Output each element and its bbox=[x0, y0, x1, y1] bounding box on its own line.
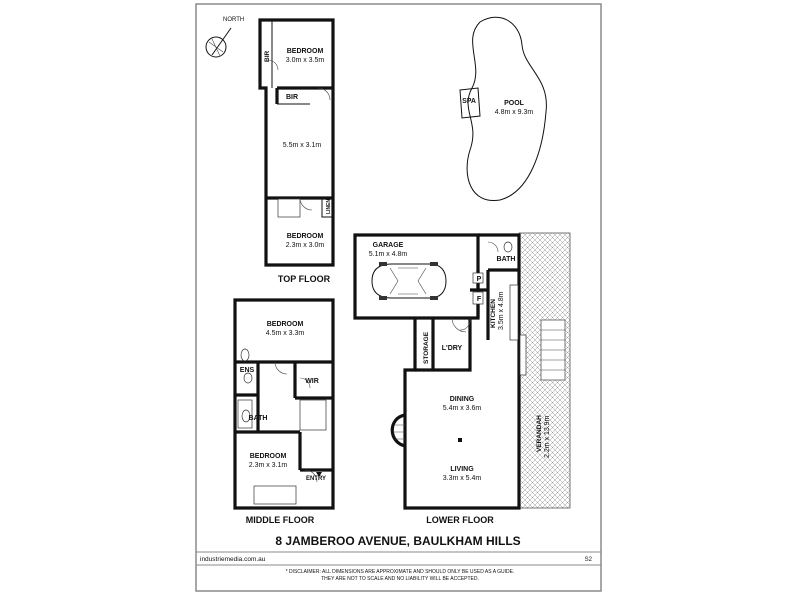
living-size: 3.3m x 5.4m bbox=[443, 475, 482, 482]
top-linen-label: LINEN bbox=[326, 199, 332, 214]
disclaimer-line1: * DISCLAIMER: ALL DIMENSIONS ARE APPROXI… bbox=[286, 569, 515, 575]
dining-size: 5.4m x 3.6m bbox=[443, 405, 482, 412]
sheet-frame bbox=[195, 3, 602, 592]
car-icon bbox=[371, 262, 447, 300]
lower-floor-plan bbox=[353, 232, 571, 510]
top-floor-title: TOP FLOOR bbox=[278, 274, 331, 284]
spa-label: SPA bbox=[462, 98, 476, 105]
lower-bath-label: BATH bbox=[497, 256, 516, 263]
north-compass-icon bbox=[205, 27, 232, 58]
middle-floor-title: MIDDLE FLOOR bbox=[246, 515, 315, 525]
storage-label: STORAGE bbox=[423, 331, 430, 364]
disclaimer-line2: THEY ARE NOT TO SCALE AND NO LIABILITY W… bbox=[321, 576, 479, 582]
pool-name: POOL bbox=[504, 100, 525, 107]
mid-bedroom2-size: 2.3m x 3.1m bbox=[249, 462, 288, 469]
top-bedroom2-name: BEDROOM bbox=[287, 233, 324, 240]
top-bir-label: BIR bbox=[286, 94, 298, 101]
mid-bath-label: BATH bbox=[249, 415, 268, 422]
verandah-size: 2.2m x 13.9m bbox=[544, 415, 551, 458]
mid-wir-label: WIR bbox=[305, 378, 319, 385]
garage-name: GARAGE bbox=[373, 242, 404, 249]
lower-floor-title: LOWER FLOOR bbox=[426, 515, 494, 525]
compass-label: NORTH bbox=[223, 17, 244, 23]
mid-bedroom2-name: BEDROOM bbox=[250, 453, 287, 460]
laundry-label: L'DRY bbox=[442, 345, 463, 352]
top-open-room-size: 5.5m x 3.1m bbox=[283, 142, 322, 149]
pool-size: 4.8m x 9.3m bbox=[495, 109, 534, 116]
mid-entry-label: ENTRY bbox=[306, 476, 326, 482]
top-bedroom2-size: 2.3m x 3.0m bbox=[286, 242, 325, 249]
kitchen-size: 3.5m x 4.8m bbox=[498, 291, 505, 330]
dining-name: DINING bbox=[450, 396, 475, 403]
mid-bedroom1-size: 4.5m x 3.3m bbox=[266, 330, 305, 337]
mid-ens-label: ENS bbox=[240, 367, 255, 374]
verandah-name: VERANDAH bbox=[536, 415, 543, 452]
top-bedroom1-size: 3.0m x 3.5m bbox=[286, 57, 325, 64]
website-label: industriemedia.com.au bbox=[200, 556, 266, 563]
fridge-label: F bbox=[477, 296, 482, 303]
garage-size: 5.1m x 4.8m bbox=[369, 251, 408, 258]
kitchen-name: KITCHEN bbox=[490, 299, 497, 328]
pool-outline bbox=[459, 16, 547, 201]
living-name: LIVING bbox=[450, 466, 474, 473]
sheet-code: S2 bbox=[585, 557, 593, 563]
mid-bedroom1-name: BEDROOM bbox=[267, 321, 304, 328]
pantry-label: P bbox=[477, 276, 482, 283]
top-floor-plan bbox=[258, 18, 335, 267]
middle-floor-plan bbox=[233, 298, 335, 510]
address-title: 8 JAMBEROO AVENUE, BAULKHAM HILLS bbox=[275, 534, 520, 548]
top-bedroom1-name: BEDROOM bbox=[287, 48, 324, 55]
top-bir-vertical: BIR bbox=[264, 51, 271, 63]
